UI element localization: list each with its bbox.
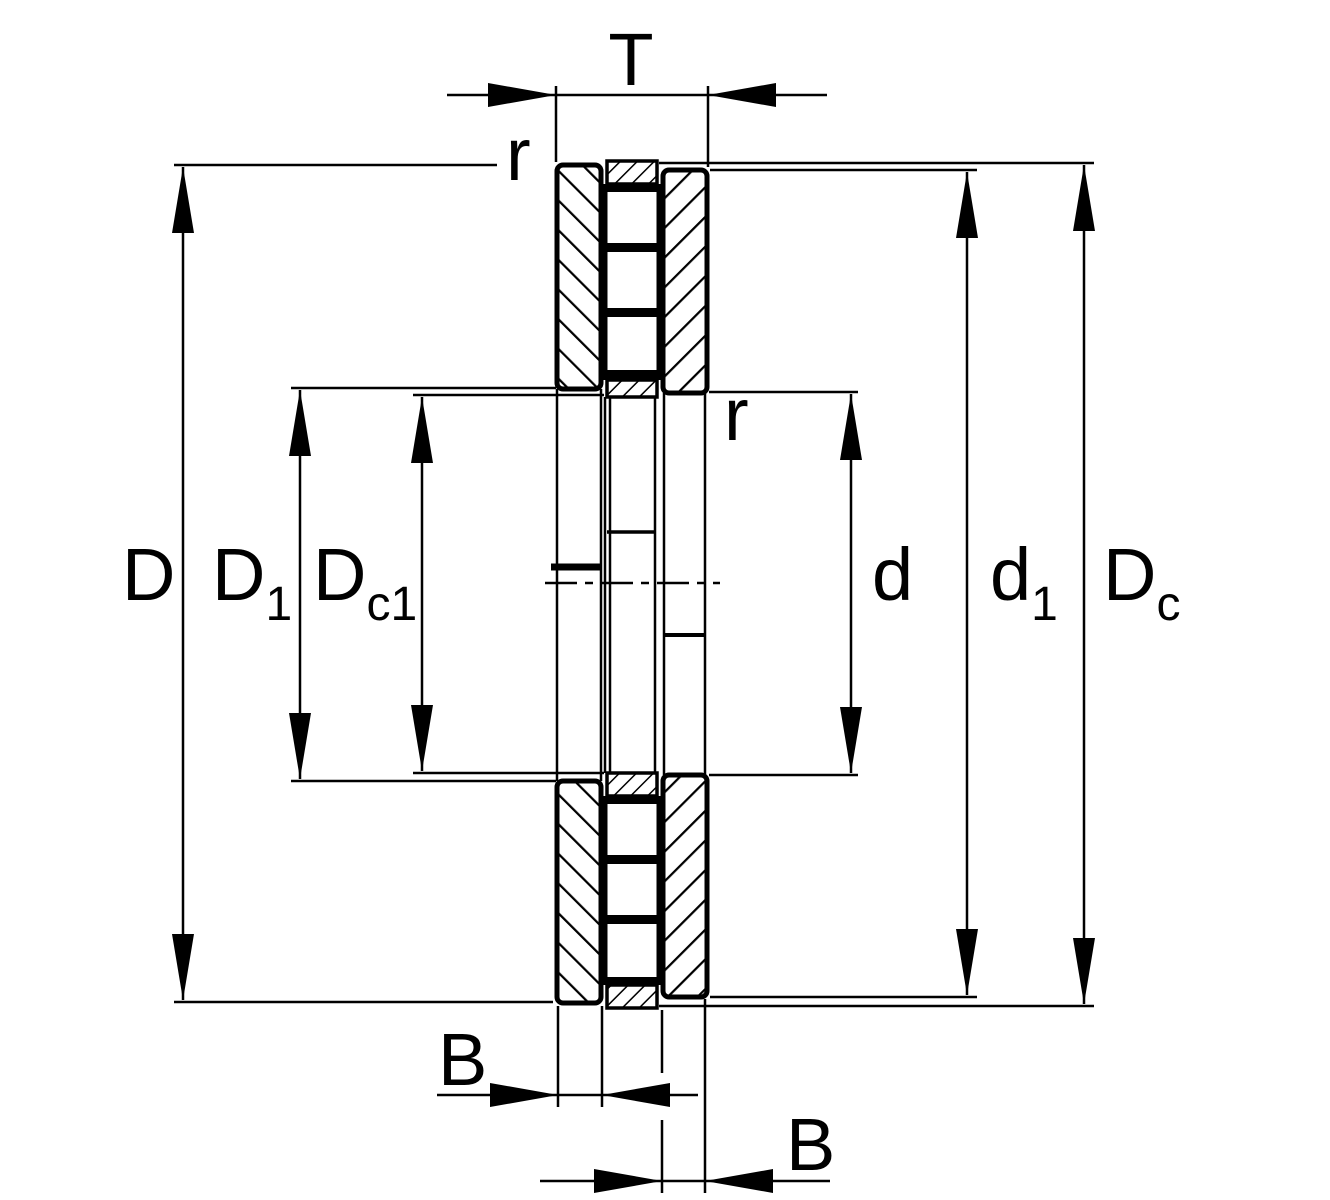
label-D: D [122,533,175,616]
label-d: d [872,533,913,616]
lower-half-section [554,771,710,1010]
arrowhead-left [708,83,776,107]
arrowhead-up [1073,165,1095,231]
arrowhead-down [840,707,862,773]
roller-lower-1 [607,804,657,855]
dimension-T: T [447,18,827,167]
cage-rail-lower-top [605,771,659,798]
dimension-D1: D1 [212,386,556,783]
cage-rail-upper-top [605,159,659,186]
arrowhead-right [490,1083,558,1107]
shaft-washer-upper [660,167,710,396]
label-r-inner: r [724,373,749,456]
arrowhead-down [411,705,433,771]
arrowhead-up [956,172,978,238]
dimension-d: d [709,390,913,777]
cage-rail-lower-bottom [605,983,659,1010]
bore-silhouette-lines [545,389,720,781]
label-d1: d1 [990,533,1058,631]
shaft-washer-lower [660,772,710,1000]
cage-rail-upper-bottom [605,378,659,399]
dimension-B-left: B [437,1006,698,1107]
roller-lower-3 [607,924,657,977]
arrowhead-up [840,394,862,460]
dimension-B-right: B [540,999,835,1193]
arrowhead-up [172,167,194,233]
upper-half-section [554,159,710,399]
arrowhead-up [289,390,311,456]
arrowhead-down [172,934,194,1000]
label-D1: D1 [212,533,292,631]
dimension-D: D [122,163,553,1004]
roller-upper-3 [607,317,657,370]
arrowhead-left [602,1083,670,1107]
arrowhead-down [1073,938,1095,1004]
label-Dc1: Dc1 [313,533,417,631]
arrowhead-right [594,1169,662,1193]
label-Dc: Dc [1103,533,1180,631]
arrowhead-up [411,397,433,463]
housing-washer-lower [554,778,604,1006]
arrowhead-down [956,929,978,995]
label-T: T [608,18,653,101]
dimension-Dc: Dc [659,161,1180,1008]
label-r-top: r [506,113,531,196]
housing-washer-upper [554,162,604,392]
roller-lower-2 [607,864,657,915]
label-B-left: B [438,1018,487,1101]
roller-upper-1 [607,192,657,243]
arrowhead-down [289,713,311,779]
label-B-right: B [786,1103,835,1186]
arrowhead-left [705,1169,773,1193]
dimension-d1: d1 [710,168,1058,999]
roller-upper-2 [607,252,657,308]
dimension-Dc1: Dc1 [313,393,604,775]
arrowhead-right [488,83,556,107]
